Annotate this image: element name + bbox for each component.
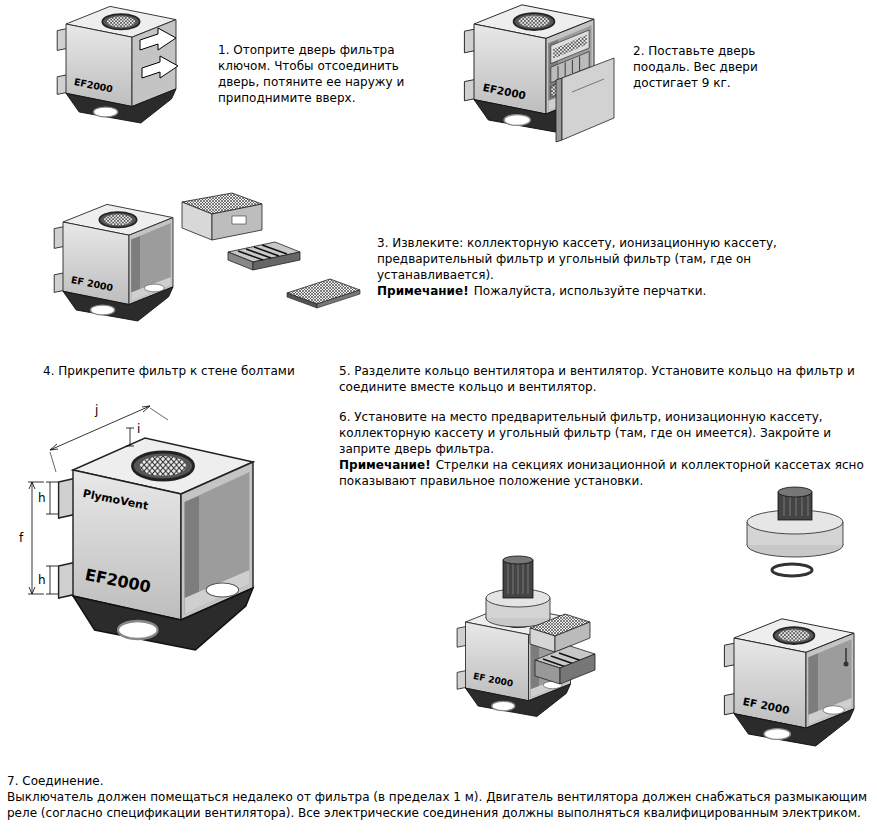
dimension-letter: f [19, 530, 23, 546]
step-text: 7. Соединение. [7, 773, 407, 789]
step-text: 5. Разделите кольцо вентилятора и вентил… [339, 363, 867, 395]
step-text: 6. Установите на место предварительный ф… [339, 409, 867, 457]
step-text: 2. Поставьте дверь поодаль. Вес двери до… [633, 43, 773, 91]
note-heading: Примечание! [339, 458, 431, 472]
note-text: Пожалуйста, используйте перчатки. [474, 284, 707, 298]
dimension-letter: i [137, 421, 140, 437]
step-text: 3. Извлеките: коллекторную кассету, иони… [377, 235, 795, 283]
step-text: 4. Прикрепите фильтр к стене болтами [43, 363, 328, 379]
dimension-letter: h [38, 490, 46, 506]
note-line: Примечание!Стрелки на секциях ионизацион… [339, 457, 867, 489]
dimension-letter: h [38, 572, 46, 588]
note-heading: Примечание! [377, 284, 469, 298]
step-text: Выключатель должен помещаться недалеко о… [7, 789, 869, 821]
dimension-letter: j [95, 402, 98, 418]
step-text: 1. Отоприте дверь фильтра ключом. Чтобы … [218, 42, 408, 106]
note-line: Примечание! Пожалуйста, используйте перча… [377, 283, 795, 299]
